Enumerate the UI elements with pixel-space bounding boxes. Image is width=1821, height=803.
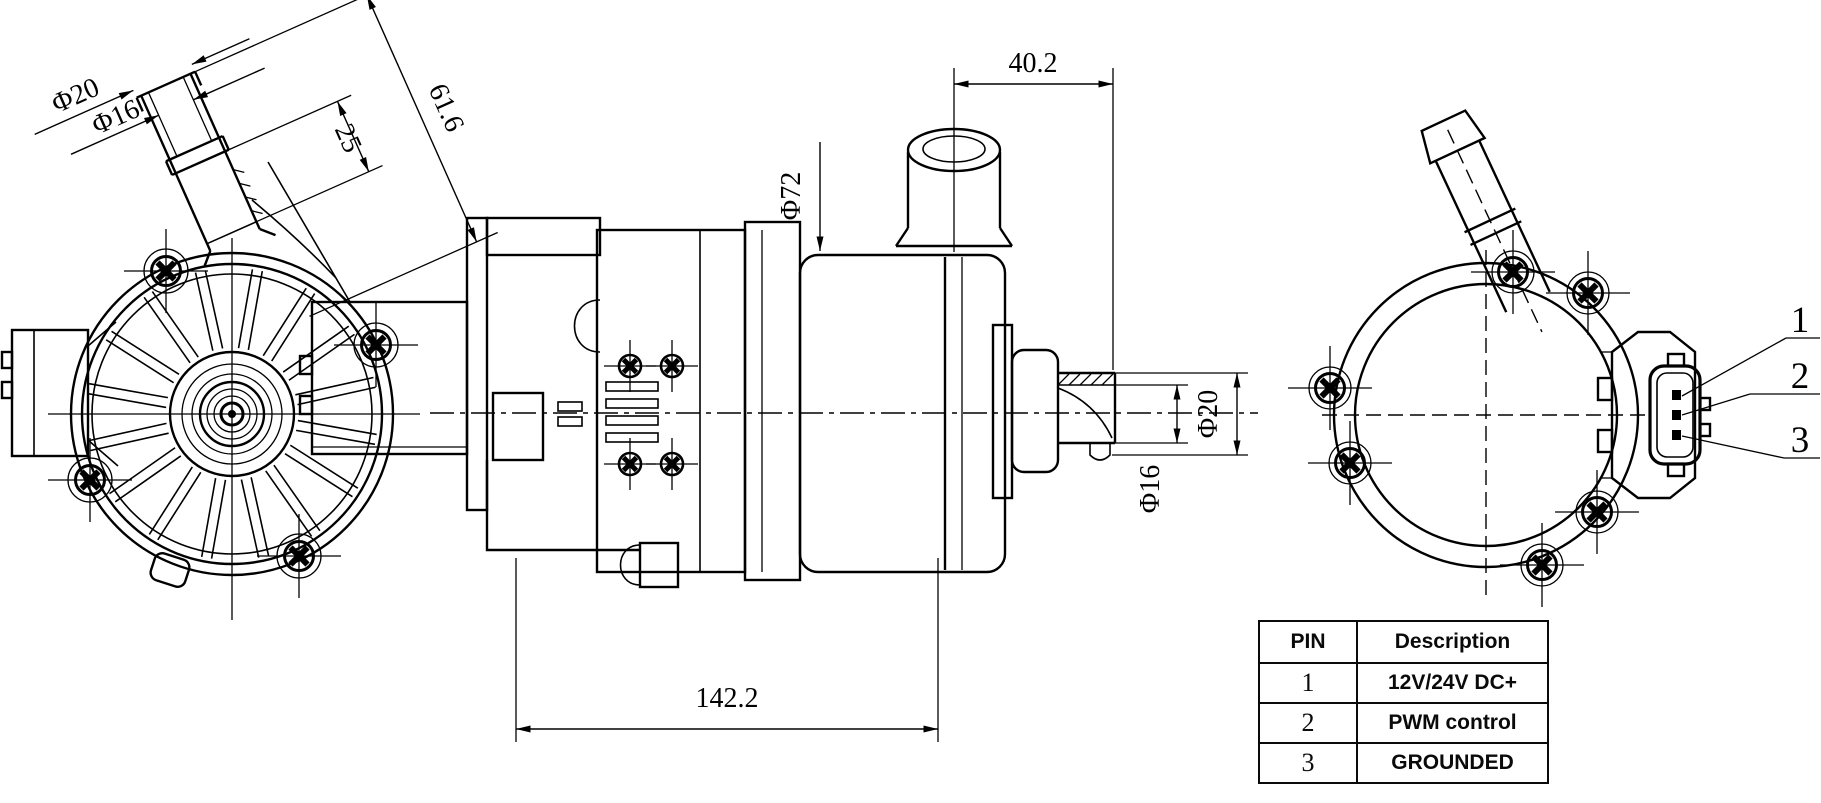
pin-table-row: 1 12V/24V DC+ [1258,662,1549,704]
rear-screw [1471,230,1555,314]
side-rear-cap [1010,348,1060,474]
front-screw [48,438,132,522]
rear-screw [1555,470,1639,554]
rear-screw [1546,251,1630,335]
pin-table-header-desc: Description [1356,620,1549,664]
dim-inlet-outer-dia-label: Φ20 [1193,390,1224,438]
pin-table-cell-pin: 2 [1258,702,1358,744]
side-bracket-foot [485,460,640,552]
dim-pipe-step-label: 25 [328,119,368,157]
front-screw [124,229,208,313]
side-pump-head [798,253,1007,574]
pin-table-header-row: PIN Description [1258,620,1549,664]
side-inlet-stub [1057,371,1117,461]
rear-connector [1596,330,1712,500]
dim-overall-length-label: 142.2 [696,683,759,714]
pin-callout-2: 2 [1791,356,1810,397]
pin-table-cell-desc: PWM control [1356,702,1549,744]
side-end-cap [595,228,747,574]
rear-pin-1 [1672,390,1681,400]
pin-table-row: 3 GROUNDED [1258,742,1549,784]
rear-pin-2 [1672,410,1681,420]
front-gusset [267,161,351,303]
front-connector-block [0,321,119,467]
side-mounting-plate [465,216,489,512]
pin-table: PIN Description 1 12V/24V DC+ 2 PWM cont… [1258,620,1549,784]
front-body-outline [69,251,395,577]
rear-body-outline [1332,261,1640,569]
rear-screw [1288,346,1372,430]
front-bottom-tab [149,552,191,588]
pin-table-cell-desc: GROUNDED [1356,742,1549,784]
pin-callout-3: 3 [1791,420,1810,461]
dim-inlet-inner-dia-label: Φ16 [1135,465,1166,513]
side-clamp-ring [743,220,802,582]
front-screw [257,514,341,598]
side-view: 40.2 Φ72 Φ16 Φ20 142.2 [298,48,1258,742]
dim-body-dia-label: Φ72 [776,172,807,220]
side-flange [991,323,1014,500]
rear-screw [1500,523,1584,607]
side-top-bushing [573,299,601,353]
rear-pin-3 [1672,430,1681,440]
pin-table-header-pin: PIN [1258,620,1358,664]
rear-view: 1 2 3 [1288,109,1820,607]
rear-inlet-pipe [1420,109,1551,333]
pin-table-row: 2 PWM control [1258,702,1549,744]
pin-callout-1: 1 [1791,300,1810,341]
pin-table-cell-pin: 3 [1258,742,1358,784]
side-pin-box [491,391,583,462]
side-top-tab [485,216,602,257]
dim-outlet-offset-label: 40.2 [1009,48,1058,79]
front-hub [168,350,296,478]
front-gusset [251,199,337,279]
side-vent-slots [605,381,659,443]
pin-table-cell-desc: 12V/24V DC+ [1356,662,1549,704]
pin-table-cell-pin: 1 [1258,662,1358,704]
front-view: Φ20 Φ16 25 61.6 [0,0,498,620]
side-screw [646,340,698,392]
side-screw [646,438,698,490]
dim-pipe-length-label: 61.6 [422,79,470,136]
rear-pin-callouts: 1 2 3 [1681,300,1820,461]
